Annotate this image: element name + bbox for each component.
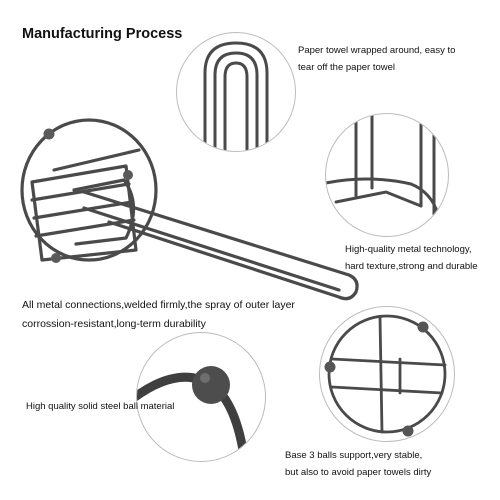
detail-circle-metal-frame	[325, 113, 449, 237]
caption-line: All metal connections,welded firmly,the …	[22, 299, 295, 311]
detail-circle-base-balls	[319, 306, 455, 442]
caption-line: hard texture,strong and durable	[345, 261, 478, 272]
caption-line: but also to avoid paper towels dirty	[285, 467, 432, 478]
caption-line: Paper towel wrapped around, easy to	[298, 45, 456, 56]
caption-line: High-quality metal technology,	[345, 244, 472, 255]
detail-circle-top-loop	[176, 32, 296, 152]
caption-line: tear off the paper towel	[298, 62, 395, 73]
caption-line: High quality solid steel ball material	[26, 401, 175, 412]
caption-steel-ball: High quality solid steel ball material	[26, 398, 174, 415]
product-image-main	[14, 110, 364, 310]
caption-base-balls: Base 3 balls support,very stable, but al…	[285, 447, 431, 481]
caption-metal-tech: High-quality metal technology, hard text…	[345, 241, 478, 275]
caption-welded: All metal connections,welded firmly,the …	[22, 296, 295, 334]
page-title: Manufacturing Process	[22, 26, 183, 42]
detail-circle-steel-ball	[136, 332, 266, 462]
caption-line: corrossion-resistant,long-term durabilit…	[22, 318, 206, 330]
caption-paper-wrap: Paper towel wrapped around, easy to tear…	[298, 42, 455, 76]
caption-line: Base 3 balls support,very stable,	[285, 450, 423, 461]
